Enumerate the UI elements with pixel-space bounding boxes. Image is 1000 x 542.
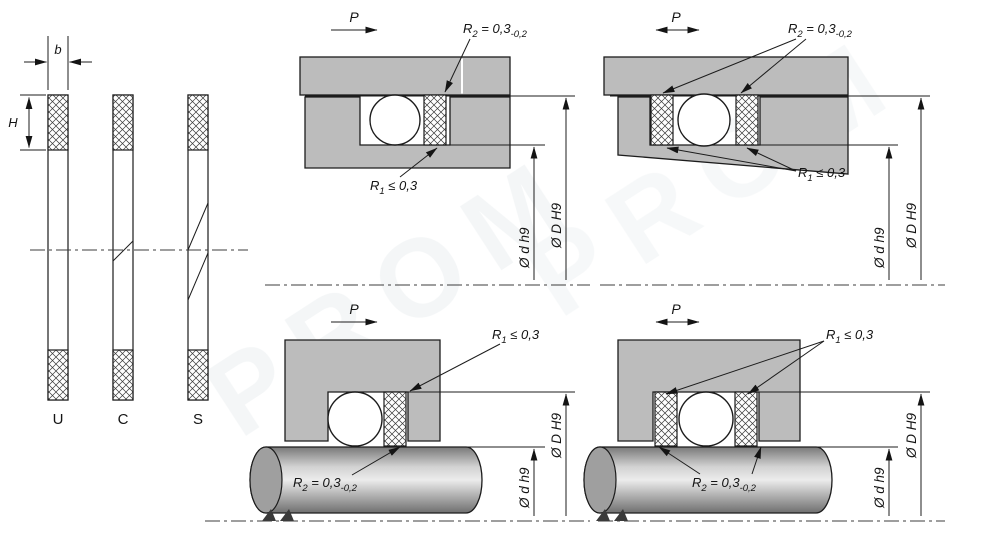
- o-ring: [678, 391, 734, 447]
- r2-annotation: R2 = 0,3-0,2: [788, 21, 853, 40]
- s-cut-line-upper: [187, 202, 209, 251]
- o-ring: [327, 391, 383, 447]
- r2-annotation: R2 = 0,3-0,2: [692, 475, 757, 494]
- dim-rod-label: Ø d h9: [872, 467, 887, 509]
- r1-leader-right: [747, 340, 825, 395]
- diagram-piston-single: P R2 = 0,3-0,2 R1 ≤ 0,3 Ø d h9 Ø D H9: [265, 9, 590, 286]
- backup-ring: [383, 391, 407, 447]
- c-cut-line: [112, 240, 134, 262]
- r1-leader-left: [666, 146, 797, 172]
- r2-leader: [444, 38, 471, 93]
- label-type-c: C: [118, 411, 129, 428]
- dim-rod-label: Ø d h9: [872, 227, 887, 269]
- ring-sections: b H U C S: [8, 36, 248, 428]
- backup-ring-left: [650, 94, 674, 146]
- r1-leader: [399, 147, 438, 178]
- r1-leader: [409, 343, 501, 392]
- backup-ring: [423, 94, 447, 146]
- r2-leader: [351, 446, 401, 476]
- cylinder-block: [299, 56, 511, 96]
- r2-leader-right: [740, 38, 807, 94]
- r1-annotation: R1 ≤ 0,3: [798, 165, 846, 184]
- s-cut-line-lower: [187, 252, 209, 301]
- r2-leader-left: [658, 446, 701, 475]
- label-type-u: U: [53, 411, 64, 428]
- r1-annotation: R1 ≤ 0,3: [492, 327, 540, 346]
- piston-block: [617, 96, 849, 175]
- cylinder-block: [603, 56, 849, 96]
- pressure-label: P: [349, 9, 359, 25]
- ring-section-u: [47, 94, 69, 401]
- rod-end-face: [583, 446, 617, 514]
- o-ring: [369, 94, 421, 146]
- pressure-label: P: [671, 9, 681, 25]
- rod-end-face: [249, 446, 283, 514]
- backup-ring-left: [654, 391, 678, 447]
- b-dim-label: b: [54, 42, 61, 57]
- dim-bore-label: Ø D H9: [904, 202, 919, 249]
- break-mark: [262, 509, 276, 521]
- r2-leader-left: [662, 38, 797, 94]
- label-type-s: S: [193, 411, 203, 428]
- dim-rod-label: Ø d h9: [517, 467, 532, 509]
- r2-annotation: R2 = 0,3-0,2: [293, 475, 358, 494]
- r1-annotation: R1 ≤ 0,3: [370, 178, 418, 197]
- dim-bore-label: Ø D H9: [549, 202, 564, 249]
- backup-ring-right: [735, 94, 759, 146]
- pressure-label: P: [671, 301, 681, 317]
- ring-section-s: [187, 94, 209, 401]
- r1-leader-left: [665, 340, 825, 395]
- diagram-rod-single: P R1 ≤ 0,3 R2 = 0,3-0,2 Ø d h9 Ø D H9: [205, 301, 590, 522]
- dim-bore-label: Ø D H9: [904, 412, 919, 459]
- r1-leader-right: [746, 147, 797, 172]
- o-ring: [677, 93, 731, 147]
- dim-rod-label: Ø d h9: [517, 227, 532, 269]
- backup-ring-right: [734, 391, 758, 447]
- break-mark: [596, 509, 610, 521]
- pressure-label: P: [349, 301, 359, 317]
- h-dim-label: H: [8, 115, 18, 130]
- diagram-rod-double: P R1 ≤ 0,3 R2 = 0,3-0,2 Ø d h9 Ø D H9: [583, 301, 945, 522]
- diagram-piston-double: P R2 = 0,3-0,2 R1 ≤ 0,3 Ø d h9 Ø D H9: [600, 9, 945, 286]
- r2-annotation: R2 = 0,3-0,2: [463, 21, 528, 40]
- dim-bore-label: Ø D H9: [549, 412, 564, 459]
- ring-section-c: [112, 94, 134, 401]
- break-mark: [614, 509, 628, 521]
- rod-cylinder: [249, 446, 483, 514]
- piston-block: [304, 96, 511, 169]
- r1-annotation: R1 ≤ 0,3: [826, 327, 874, 346]
- break-mark: [280, 509, 294, 521]
- r2-leader-right: [751, 446, 762, 475]
